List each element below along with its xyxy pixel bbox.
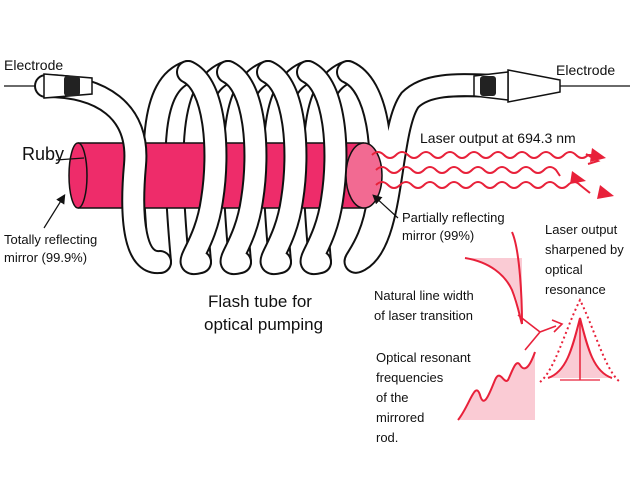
electrode-right [473, 69, 561, 103]
label-totally-reflecting: Totally reflecting mirror (99.9%) [4, 232, 101, 265]
ruby-end-face [345, 142, 383, 209]
laser-beams [371, 151, 601, 194]
resonant-frequencies-curve [457, 351, 536, 421]
labels: Electrode Electrode Ruby Totally reflect… [4, 57, 627, 445]
label-optical-resonant: Optical resonant frequencies of the mirr… [376, 350, 474, 445]
laser-beam-2 [375, 166, 561, 177]
label-partially-reflecting: Partially reflecting mirror (99%) [402, 210, 508, 243]
sharpened-output-curve [539, 297, 621, 383]
label-laser-output: Laser output at 694.3 nm [420, 130, 576, 146]
laser-beam-arrowheads [570, 148, 614, 199]
label-ruby: Ruby [22, 144, 64, 164]
pointer-totally-reflecting [43, 193, 66, 229]
laser-beam-3 [375, 181, 591, 194]
label-flash-tube: Flash tube for optical pumping [204, 292, 323, 334]
merge-arrows [517, 314, 564, 351]
electrode-left [43, 73, 93, 99]
label-natural-line-width: Natural line width of laser transition [374, 288, 477, 323]
label-electrode-left: Electrode [4, 57, 63, 73]
label-laser-output-sharpened: Laser output sharpened by optical resona… [545, 222, 627, 297]
label-electrode-right: Electrode [556, 62, 615, 78]
pointer-partially-reflecting [372, 194, 399, 219]
natural-line-curve [464, 231, 523, 325]
pointer-ruby [55, 157, 85, 161]
laser-beam-1 [371, 151, 594, 159]
